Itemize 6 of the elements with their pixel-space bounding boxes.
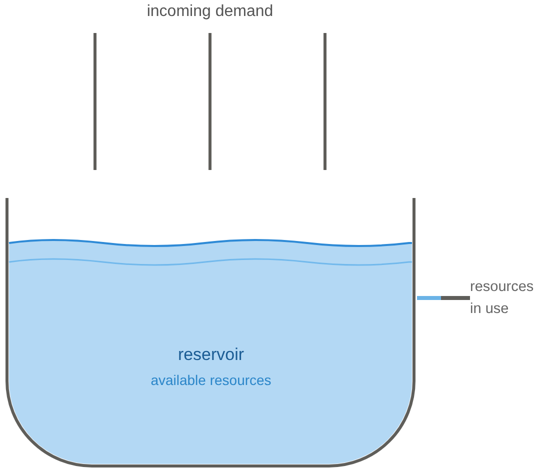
outflow-label: resources in use: [470, 276, 546, 320]
outflow-pipe: [417, 296, 470, 300]
reservoir-title: reservoir: [178, 345, 244, 365]
demand-label: incoming demand: [146, 3, 274, 21]
reservoir-subtitle: available resources: [150, 372, 272, 388]
reservoir-tank: [5, 198, 417, 468]
